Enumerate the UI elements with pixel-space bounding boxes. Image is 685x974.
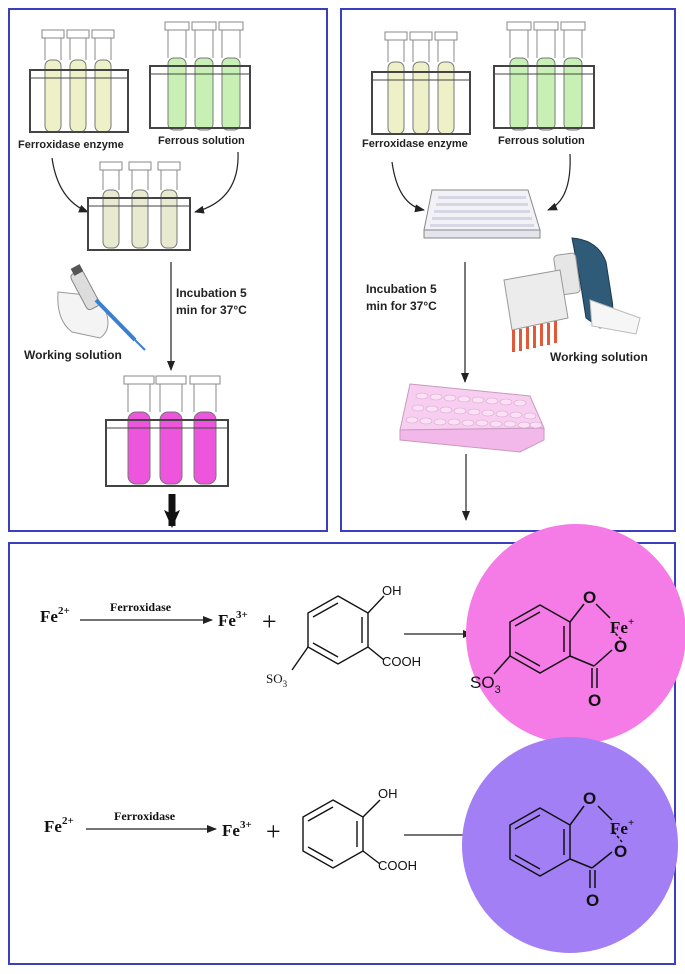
r1-product-structure [493, 603, 623, 688]
right-incubation-line2: min for 37°C [366, 299, 437, 313]
r2-fe2: Fe2+ [44, 815, 74, 836]
panel-left-border [8, 8, 328, 532]
left-pipette-icon [57, 264, 146, 351]
r1-arrow-label: Ferroxidase [110, 600, 172, 614]
r1-plus: + [262, 607, 277, 636]
r2-product-o1: O [583, 789, 596, 808]
left-incubation-line1: Incubation 5 [176, 286, 247, 300]
reaction2: Fe2+ Ferroxidase Fe3+ + OH COOH [44, 737, 678, 953]
r1-oh: OH [382, 583, 402, 598]
left-pink-rack [105, 375, 229, 487]
panel-bottom-border [8, 542, 676, 965]
left-label-working: Working solution [24, 348, 122, 362]
r2-product-o3: O [586, 891, 599, 910]
r1-product-o3: O [588, 691, 601, 710]
r2-salicylic-structure [302, 799, 381, 869]
left-ferrous-rack [149, 21, 251, 131]
r2-arrow-label: Ferroxidase [114, 809, 176, 823]
r2-cooh: COOH [378, 858, 417, 873]
r1-product-circle [466, 524, 685, 744]
r2-plus: + [266, 817, 281, 846]
right-label-enzyme: Ferroxidase enzyme [362, 138, 468, 150]
r1-so3: SO3 [266, 671, 288, 689]
right-enzyme-rack [371, 31, 471, 135]
r1-product-so3: SO3 [470, 673, 501, 696]
r2-product-fe: Fe+ [610, 817, 634, 838]
r1-fe2: Fe2+ [40, 605, 70, 626]
left-label-ferrous: Ferrous solution [158, 135, 245, 147]
right-ferrous-rack [493, 21, 595, 131]
r1-sulfosalicylic-structure [291, 595, 385, 671]
r2-product-o2: O [614, 842, 627, 861]
right-curve-arrow-1 [391, 161, 425, 213]
right-multichannel-pipette-icon [503, 237, 641, 352]
left-enzyme-rack [29, 29, 129, 133]
r1-fe3: Fe3+ [218, 609, 248, 630]
left-label-enzyme: Ferroxidase enzyme [18, 139, 124, 151]
left-curve-arrow-2 [194, 151, 239, 214]
left-curve-arrow-1 [51, 157, 89, 213]
panel-right-border [340, 8, 676, 532]
r1-product-fe: Fe+ [610, 616, 634, 637]
reaction1: Fe2+ Ferroxidase Fe3+ + OH COOH SO3 [40, 524, 685, 744]
right-incubation-line1: Incubation 5 [366, 282, 437, 296]
right-curve-arrow-2 [547, 153, 571, 211]
r2-product-structure [509, 805, 623, 888]
right-pink-microplate-icon [399, 383, 545, 453]
r1-product-o2: O [614, 637, 627, 656]
left-incubation-line2: min for 37°C [176, 303, 247, 317]
r2-fe3: Fe3+ [222, 819, 252, 840]
r1-product-o1: O [583, 588, 596, 607]
right-microplate-icon [423, 189, 541, 239]
right-label-working: Working solution [550, 350, 648, 364]
left-mix-rack [87, 161, 191, 251]
r2-oh: OH [378, 786, 398, 801]
right-label-ferrous: Ferrous solution [498, 135, 585, 147]
r1-cooh: COOH [382, 654, 421, 669]
